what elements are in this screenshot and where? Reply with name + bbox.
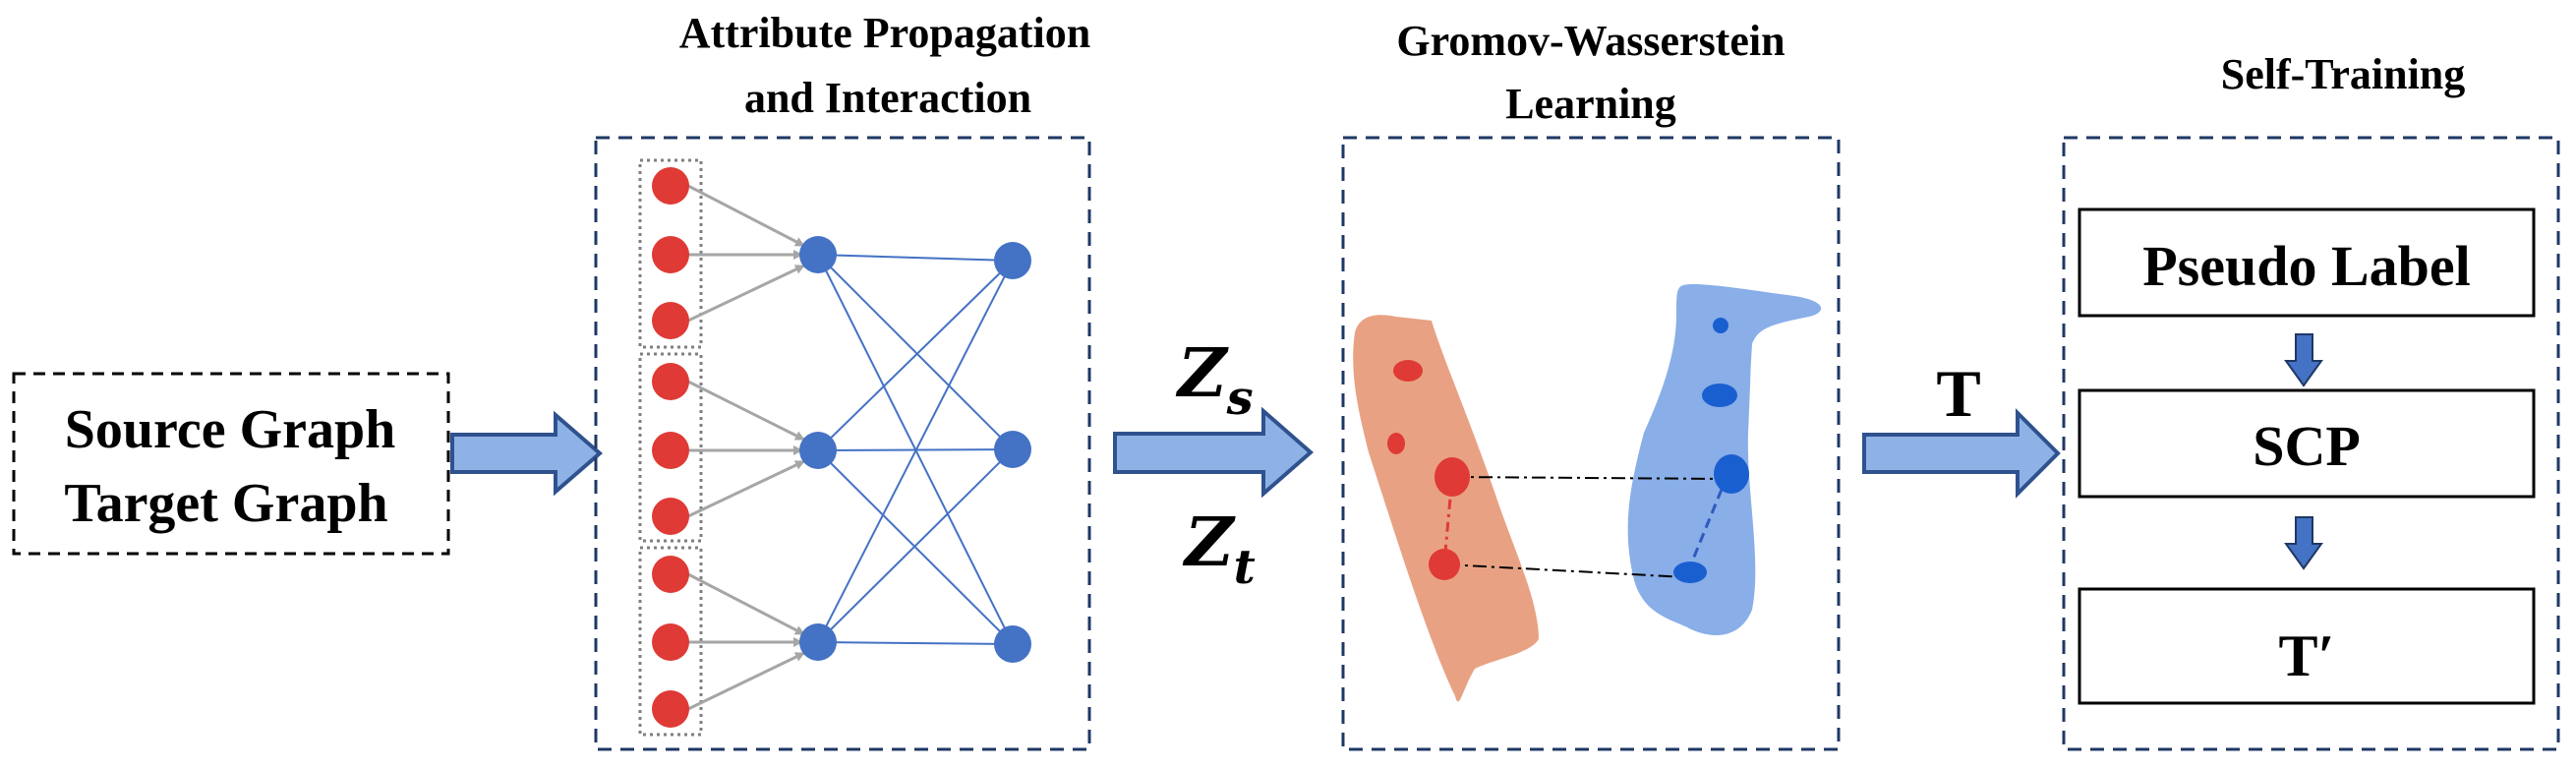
interaction-edge bbox=[817, 449, 1014, 645]
attribute-nodes bbox=[652, 167, 689, 728]
attribute-node bbox=[652, 167, 689, 205]
source-intra-edge bbox=[1442, 476, 1454, 563]
down-arrow-2 bbox=[2284, 516, 2323, 570]
t-prime-text: T′ bbox=[2279, 623, 2335, 688]
target-point bbox=[1714, 454, 1749, 494]
propagation-title-line2: and Interaction bbox=[744, 74, 1031, 122]
propagation-arrow bbox=[687, 184, 805, 248]
source-point bbox=[1387, 433, 1405, 454]
output-node bbox=[994, 431, 1031, 468]
target-graph-label: Target Graph bbox=[64, 473, 387, 534]
propagation-arrow bbox=[687, 459, 805, 518]
propagation-arrow bbox=[687, 572, 805, 636]
input-box bbox=[12, 372, 450, 556]
source-point bbox=[1393, 360, 1423, 382]
propagation-panel bbox=[594, 136, 1091, 751]
scp-text: SCP bbox=[2253, 414, 2361, 478]
interaction-edge bbox=[817, 260, 1014, 451]
flow-arrow-propagation-to-gw bbox=[1113, 406, 1315, 499]
attribute-node bbox=[652, 556, 689, 593]
down-arrow-1 bbox=[2284, 333, 2323, 387]
propagation-arrow bbox=[687, 651, 805, 711]
propagation-arrows bbox=[687, 184, 805, 711]
target-point bbox=[1702, 384, 1737, 407]
target-point bbox=[1713, 318, 1728, 333]
attribute-node bbox=[652, 363, 689, 400]
interaction-edges bbox=[817, 254, 1014, 645]
t-label: T bbox=[1936, 356, 1980, 431]
attribute-node bbox=[652, 236, 689, 273]
input-node: Source Graph Target Graph bbox=[12, 372, 450, 556]
source-point bbox=[1434, 457, 1470, 497]
source-graph-label: Source Graph bbox=[65, 399, 396, 460]
t-prime-box bbox=[2078, 587, 2536, 705]
attribute-node bbox=[652, 432, 689, 469]
gw-panel bbox=[1341, 136, 1841, 751]
scp-box bbox=[2078, 388, 2536, 499]
source-point bbox=[1429, 549, 1460, 580]
flow-arrow-gw-to-selftraining bbox=[1862, 408, 2061, 499]
pseudo-label-box bbox=[2078, 207, 2536, 318]
transport-link bbox=[1445, 563, 1687, 578]
interaction-edge bbox=[817, 254, 1014, 450]
selftraining-panel bbox=[2062, 136, 2560, 751]
gw-title-line1: Gromov-Wasserstein bbox=[1396, 17, 1785, 65]
attribute-node bbox=[652, 302, 689, 339]
target-point bbox=[1673, 562, 1707, 583]
interaction-edge bbox=[817, 254, 1014, 262]
attribute-node bbox=[652, 690, 689, 728]
output-node bbox=[994, 625, 1031, 663]
embedding-nodes bbox=[799, 236, 1031, 663]
hidden-node bbox=[799, 623, 837, 661]
transport-link bbox=[1451, 476, 1728, 480]
interaction-edge bbox=[817, 260, 1014, 643]
propagation-title-line1: Attribute Propagation bbox=[679, 9, 1090, 57]
source-distribution-blob bbox=[1353, 315, 1539, 702]
attribute-group-2 bbox=[638, 352, 703, 543]
output-node bbox=[994, 242, 1031, 279]
gw-title-line2: Learning bbox=[1505, 80, 1676, 128]
hidden-node bbox=[799, 236, 837, 273]
propagation-arrow bbox=[687, 264, 805, 323]
gw-correspondences bbox=[1442, 474, 1729, 578]
attribute-node bbox=[652, 498, 689, 535]
gw-points bbox=[1387, 318, 1749, 583]
selftraining-title: Self-Training bbox=[2221, 50, 2466, 98]
attribute-node bbox=[652, 623, 689, 661]
interaction-edge bbox=[817, 448, 1014, 643]
interaction-edge bbox=[817, 641, 1014, 645]
target-intra-edge bbox=[1686, 474, 1729, 572]
zs-label: Zs bbox=[1175, 334, 1254, 426]
propagation-arrow bbox=[687, 380, 805, 442]
pseudo-label-text: Pseudo Label bbox=[2142, 234, 2471, 298]
zt-label: Zt bbox=[1182, 503, 1256, 595]
hidden-node bbox=[799, 432, 837, 469]
flow-arrow-input-to-propagation bbox=[450, 410, 604, 497]
